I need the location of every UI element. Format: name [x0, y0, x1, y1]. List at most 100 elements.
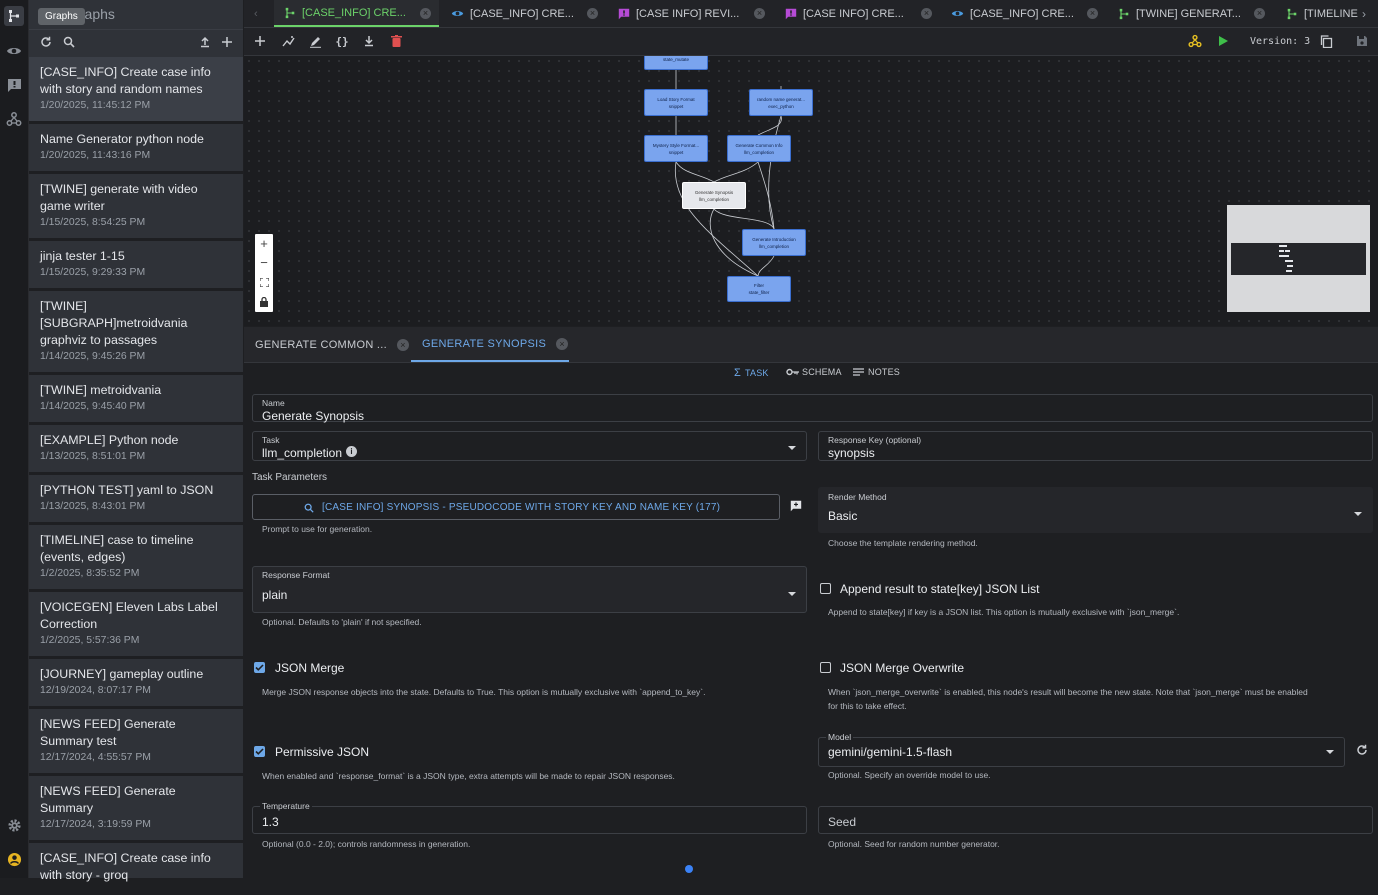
tab-schema[interactable]: SCHEMA: [786, 367, 842, 377]
close-tab-icon[interactable]: ×: [420, 8, 431, 19]
close-tab-icon[interactable]: ×: [1087, 8, 1098, 19]
editor-tab[interactable]: [TIMELINE: [1276, 0, 1366, 27]
render-method-select[interactable]: Render Method Basic: [818, 487, 1373, 533]
fit-view-icon[interactable]: [255, 273, 273, 292]
tabs-scroll-right-icon[interactable]: ›: [1362, 7, 1366, 21]
json-merge-overwrite-checkbox[interactable]: [820, 662, 831, 673]
graph-list-item[interactable]: [CASE_INFO] Create case info with story …: [29, 57, 243, 124]
tab-task-label: TASK: [745, 368, 769, 378]
resize-handle[interactable]: [685, 865, 693, 873]
editor-tab[interactable]: [CASE_INFO] CRE...×: [441, 0, 606, 27]
graphs-sidebar: Graphs [CASE_INFO] Create case info with…: [29, 0, 243, 895]
graph-node[interactable]: random name generat...exec_python: [749, 89, 813, 116]
eye-nav-icon[interactable]: [4, 41, 24, 61]
graph-item-title: [JOURNEY] gameplay outline: [40, 667, 204, 681]
zoom-out-button[interactable]: −: [260, 255, 268, 270]
graph-list-item[interactable]: [JOURNEY] gameplay outline 12/19/2024, 8:…: [29, 659, 243, 709]
node-tab-common[interactable]: GENERATE COMMON ... ×: [255, 327, 410, 362]
graph-list-item[interactable]: [TIMELINE] case to timeline (events, edg…: [29, 525, 243, 592]
refresh-models-icon[interactable]: [1356, 744, 1368, 756]
node-tab-label: GENERATE SYNOPSIS: [422, 337, 547, 350]
minimap[interactable]: [1227, 205, 1370, 312]
json-merge-checkbox[interactable]: [254, 662, 265, 673]
lock-icon[interactable]: [255, 292, 273, 311]
webhook-run-icon[interactable]: [1187, 33, 1203, 49]
download-icon[interactable]: [361, 33, 377, 49]
save-icon[interactable]: [1354, 33, 1370, 49]
add-graph-icon[interactable]: [219, 34, 235, 50]
prompts-nav-icon[interactable]: [4, 75, 24, 95]
graph-node[interactable]: Mystery Style Format...snippet: [644, 135, 708, 162]
add-node-icon[interactable]: [252, 33, 268, 49]
version-label[interactable]: Version: 3: [1250, 36, 1311, 47]
append-result-checkbox[interactable]: [820, 583, 831, 594]
response-key-field[interactable]: Response Key (optional) synopsis: [818, 431, 1373, 461]
graph-node-type: llm_completion: [743, 149, 774, 155]
refresh-icon[interactable]: [38, 34, 54, 50]
temperature-field[interactable]: Temperature 1.3: [252, 801, 807, 834]
run-play-icon[interactable]: [1215, 33, 1231, 49]
close-tab-icon[interactable]: ×: [921, 8, 932, 19]
zoom-in-button[interactable]: +: [260, 236, 268, 251]
editor-tab[interactable]: [CASE_INFO] CRE...×: [274, 0, 439, 27]
editor-tab-label: [CASE INFO] REVI...: [636, 7, 740, 20]
upload-icon[interactable]: [197, 34, 213, 50]
response-format-select[interactable]: Response Format plain: [252, 566, 807, 613]
node-tab-synopsis[interactable]: GENERATE SYNOPSIS ×: [411, 327, 569, 362]
prompt-picker-label: [CASE INFO] SYNOPSIS - PSEUDOCODE WITH S…: [322, 502, 721, 513]
editor-tab[interactable]: [CASE INFO] REVI... ×: [608, 0, 773, 27]
editor-tab[interactable]: [CASE_INFO] CRE...×: [941, 0, 1106, 27]
chevron-down-icon: [1354, 512, 1362, 516]
tabs-scroll-left-icon[interactable]: ‹: [254, 8, 258, 20]
minimap-viewport: [1231, 243, 1366, 275]
graph-item-date: 12/17/2024, 3:19:59 PM: [40, 819, 151, 830]
close-tab-icon[interactable]: ×: [1254, 8, 1265, 19]
close-tab-icon[interactable]: ×: [397, 338, 410, 351]
graphs-nav-icon[interactable]: [4, 6, 24, 26]
settings-gear-icon[interactable]: [4, 815, 24, 835]
graph-node[interactable]: state_mutate: [644, 56, 708, 70]
model-select[interactable]: Model gemini/gemini-1.5-flash: [818, 732, 1345, 767]
close-tab-icon[interactable]: ×: [754, 8, 765, 19]
seed-field[interactable]: Seed: [818, 806, 1373, 834]
webhook-nav-icon[interactable]: [4, 109, 24, 129]
graph-list-item[interactable]: [CASE_INFO] Create case info with story …: [29, 843, 243, 895]
graph-item-date: 12/19/2024, 8:07:17 PM: [40, 685, 151, 696]
edit-icon[interactable]: [307, 33, 323, 49]
copy-icon[interactable]: [1318, 33, 1334, 49]
editor-tab[interactable]: [TWINE] GENERAT...×: [1108, 0, 1273, 27]
tab-task[interactable]: Σ TASK: [734, 367, 769, 379]
name-field[interactable]: Name Generate Synopsis: [252, 394, 1373, 423]
code-braces-icon[interactable]: {}: [335, 34, 349, 48]
permissive-json-checkbox[interactable]: [254, 746, 265, 757]
open-prompt-icon[interactable]: [790, 500, 802, 512]
task-select[interactable]: Task llm_completion i: [252, 431, 807, 461]
prompt-picker-button[interactable]: [CASE INFO] SYNOPSIS - PSEUDOCODE WITH S…: [252, 494, 780, 520]
editor-tab[interactable]: [CASE INFO] CRE...×: [775, 0, 940, 27]
graph-list-item[interactable]: [TWINE][SUBGRAPH]metroidvania graphviz t…: [29, 291, 243, 375]
auto-layout-icon[interactable]: [280, 33, 296, 49]
delete-icon[interactable]: [388, 33, 404, 49]
search-icon[interactable]: [61, 34, 77, 50]
info-icon[interactable]: i: [346, 446, 357, 457]
account-avatar-icon[interactable]: [4, 849, 24, 869]
prompt-icon: [785, 8, 797, 20]
close-tab-icon[interactable]: ×: [587, 8, 598, 19]
close-tab-icon[interactable]: ×: [556, 337, 569, 350]
tab-notes[interactable]: NOTES: [853, 367, 900, 377]
